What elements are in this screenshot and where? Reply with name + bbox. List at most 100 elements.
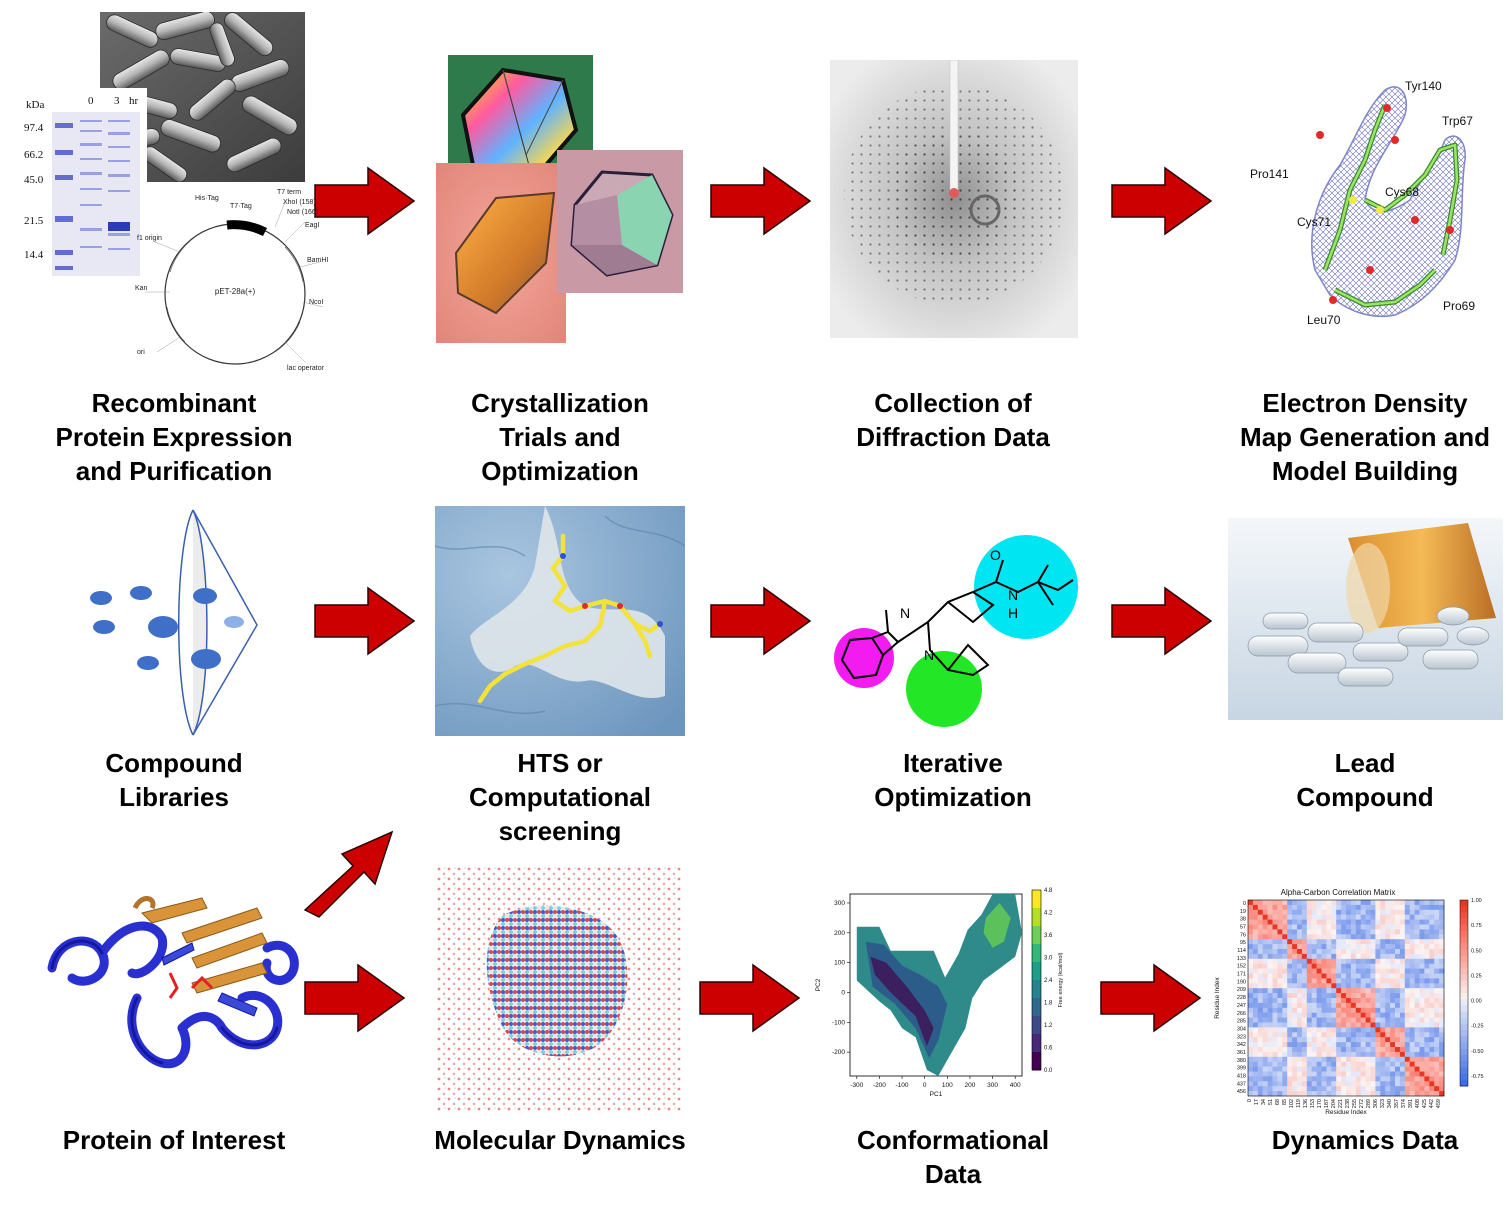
heatmap-cell (1321, 1022, 1327, 1028)
heatmap-cell (1355, 968, 1361, 974)
heatmap-cell (1316, 919, 1322, 925)
heatmap-cell (1277, 924, 1283, 930)
heatmap-cell (1390, 983, 1396, 989)
heatmap-cell (1419, 914, 1425, 920)
heatmap-cell (1395, 924, 1401, 930)
heatmap-cell (1370, 949, 1376, 955)
heatmap-cell (1326, 1042, 1332, 1048)
heatmap-cell (1346, 963, 1352, 969)
heatmap-cell (1385, 1012, 1391, 1018)
heatmap-cell (1419, 973, 1425, 979)
heatmap-cell (1311, 1027, 1317, 1033)
heatmap-cell (1346, 1056, 1352, 1062)
heatmap-cell (1395, 934, 1401, 940)
heatmap-cell (1262, 963, 1268, 969)
heatmap-cell (1370, 1042, 1376, 1048)
heatmap-cell (1248, 988, 1254, 994)
heatmap-cell (1321, 973, 1327, 979)
heatmap-cell (1277, 939, 1283, 945)
heatmap-cell (1355, 1071, 1361, 1077)
heatmap-cell (1272, 1002, 1278, 1009)
heatmap-cell (1350, 958, 1357, 964)
heatmap-cell (1272, 998, 1278, 1004)
heatmap-cell (1311, 1061, 1317, 1067)
heatmap-cell (1355, 1027, 1361, 1033)
heatmap-cell (1434, 949, 1440, 955)
heatmap-cell (1404, 983, 1410, 989)
heatmap-cell (1375, 914, 1381, 920)
heatmap-cell (1434, 1056, 1440, 1062)
heatmap-x-tick-label: 187 (1324, 1099, 1330, 1108)
heatmap-x-tick-label: 102 (1289, 1099, 1295, 1108)
heatmap-colorbar-segment (1460, 937, 1468, 944)
heatmap-cell (1375, 934, 1381, 940)
heatmap-cell (1419, 1047, 1425, 1053)
heatmap-cell (1301, 939, 1308, 945)
heatmap-cell (1409, 1032, 1415, 1038)
heatmap-cell (1326, 968, 1332, 974)
heatmap-cell (1311, 1007, 1317, 1013)
heatmap-cell (1370, 1032, 1376, 1038)
heatmap-cell (1360, 1007, 1366, 1013)
heatmap-cell (1321, 1007, 1327, 1013)
heatmap-cell (1277, 1032, 1283, 1038)
heatmap-cell (1336, 904, 1342, 911)
heatmap-cell (1424, 1081, 1430, 1087)
heatmap-cell (1331, 998, 1337, 1004)
heatmap-cell (1375, 953, 1381, 960)
gel-marker-97: 97.4 (24, 122, 44, 134)
heatmap-cell (1287, 1061, 1293, 1067)
heatmap-cell (1360, 1081, 1366, 1087)
heatmap-cell (1375, 998, 1381, 1004)
heatmap-cell (1395, 963, 1401, 969)
heatmap-x-tick-label: 459 (1436, 1099, 1442, 1108)
heatmap-cell (1331, 919, 1337, 925)
heatmap-cell (1277, 1081, 1283, 1087)
residue-label-tyr140: Tyr140 (1405, 79, 1442, 93)
heatmap-cell (1282, 939, 1288, 945)
heatmap-cell (1331, 934, 1337, 940)
heatmap-cell (1326, 939, 1332, 945)
heatmap-cell (1370, 1047, 1376, 1053)
heatmap-cell (1331, 993, 1337, 999)
heatmap-cell (1360, 939, 1366, 945)
heatmap-cell (1365, 934, 1371, 940)
heatmap-cell (1434, 1047, 1440, 1053)
heatmap-cell (1326, 983, 1332, 989)
heatmap-cell (1306, 919, 1312, 925)
heatmap-cell (1404, 939, 1410, 945)
heatmap-cell (1439, 1047, 1445, 1053)
heatmap-cell (1434, 1061, 1440, 1067)
heatmap-cell (1292, 944, 1298, 950)
heatmap-cell (1262, 993, 1268, 999)
heatmap-cell (1429, 1051, 1435, 1058)
heatmap-colorbar-segment (1460, 1042, 1468, 1050)
heatmap-cell (1409, 1066, 1415, 1072)
heatmap-cell (1262, 1056, 1268, 1062)
heatmap-cell (1375, 973, 1381, 979)
gel-marker-14: 14.4 (24, 249, 44, 261)
heatmap-cell (1292, 1081, 1298, 1087)
atom-label-n-imidazole: N (900, 605, 910, 621)
heatmap-cell (1248, 919, 1254, 925)
heatmap-cell (1341, 914, 1347, 920)
heatmap-cell (1277, 1056, 1283, 1062)
heatmap-cell (1424, 1086, 1430, 1092)
heatmap-cell (1346, 993, 1352, 999)
heatmap-cell (1248, 1002, 1254, 1009)
heatmap-cell (1414, 978, 1420, 984)
heatmap-cell (1257, 900, 1263, 906)
heatmap-cell (1350, 1086, 1357, 1092)
heatmap-y-tick-label: 361 (1237, 1050, 1246, 1056)
heatmap-cell (1292, 1091, 1298, 1097)
heatmap-cell (1375, 1086, 1381, 1092)
heatmap-cell (1306, 963, 1312, 969)
heatmap-cell (1297, 1012, 1303, 1018)
heatmap-cell (1380, 1051, 1386, 1058)
heatmap-cell (1272, 1066, 1278, 1072)
heatmap-cell (1316, 1066, 1322, 1072)
heatmap-cell (1429, 1061, 1435, 1067)
heatmap-cell (1399, 904, 1406, 911)
heatmap-cell (1375, 988, 1381, 994)
heatmap-cell (1346, 1086, 1352, 1092)
